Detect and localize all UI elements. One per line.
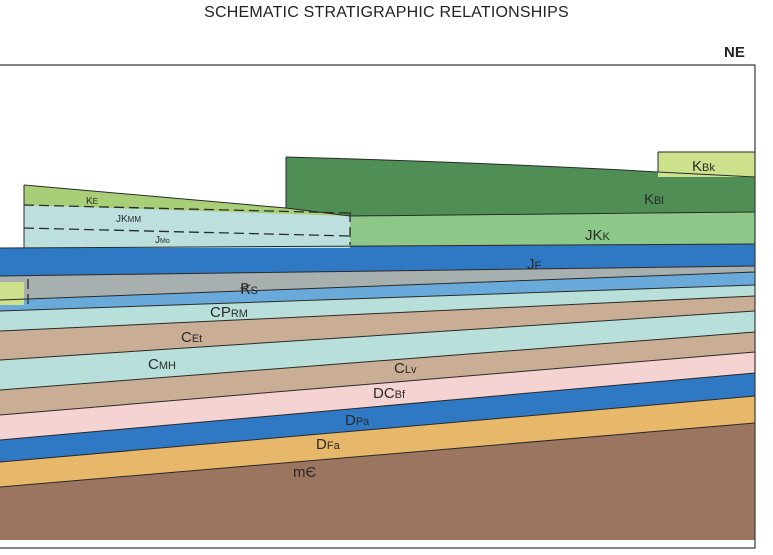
band-Dpa [0, 373, 755, 462]
band-Dfa [0, 396, 755, 487]
label-Dfa: DFa [316, 436, 341, 453]
dashed-contact-line [23, 204, 351, 214]
band-CLv [0, 332, 755, 415]
label-CEt: CEt [181, 329, 202, 346]
label-pCm: mЄ [293, 464, 317, 481]
dashed-contact-line [23, 227, 351, 237]
label-CLv: CLv [394, 360, 417, 377]
contact-line [0, 310, 756, 361]
band-Kbk [658, 152, 755, 177]
band-CEt-upper [0, 285, 755, 331]
band-Trs-left-pocket [0, 282, 24, 305]
band-CMH [0, 311, 755, 390]
band-Jkmm [24, 205, 350, 248]
label-Ke: KE [86, 196, 98, 207]
label-JKk: JKK [585, 227, 611, 244]
band-DCbf [0, 352, 755, 440]
label-Kbk: KBk [692, 158, 715, 175]
contact-line [0, 284, 756, 312]
page-title: SCHEMATIC STRATIGRAPHIC RELATIONSHIPS [204, 4, 569, 21]
contact-line [0, 243, 756, 249]
contact-lines [0, 151, 756, 488]
contact-line [0, 372, 756, 441]
contact-line [0, 265, 756, 277]
dashed-contacts [23, 204, 351, 305]
band-pCm [0, 423, 755, 540]
label-Dpa: DPa [345, 412, 370, 429]
band-Trs [0, 266, 755, 300]
contact-line [0, 295, 756, 332]
contact-line [0, 351, 756, 416]
label-Jkmm: JKMM [116, 214, 141, 225]
band-Kbl [286, 157, 755, 216]
unit-labels: mЄ DFa DPa DCBf CLv CMH CEt CPRM ꞦS JF J… [86, 158, 715, 481]
contact-line [0, 271, 756, 301]
label-DCbf: DCBf [373, 385, 406, 402]
contact-line [0, 331, 756, 391]
direction-label-ne: NE [724, 44, 745, 61]
band-CPrm [0, 272, 755, 311]
band-CEt [0, 296, 755, 360]
band-Ke [24, 185, 350, 216]
contact-line [285, 156, 756, 178]
label-Jmo: JMo [155, 235, 170, 246]
diagram-frame [0, 64, 756, 549]
label-CPrm: CPRM [210, 304, 248, 321]
label-Kbl: KBl [644, 191, 664, 208]
label-Jf: JF [527, 256, 542, 273]
contact-line [0, 395, 756, 463]
label-CMH: CMH [148, 356, 176, 373]
label-Trs: ꞦS [240, 281, 258, 298]
contact-line [0, 422, 756, 488]
